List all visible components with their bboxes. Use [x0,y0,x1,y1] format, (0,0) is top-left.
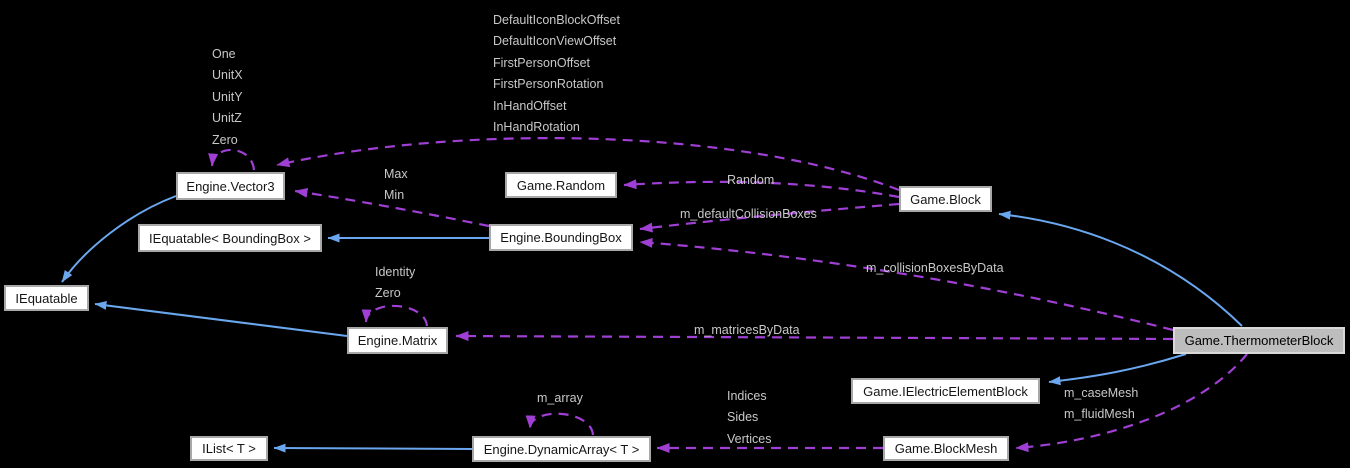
node-label: IEquatable [15,290,78,306]
node-label: Engine.Vector3 [186,178,275,194]
node-label: IEquatable< BoundingBox > [149,230,311,246]
edge-usage-matrix-self [361,304,429,327]
node-ilist-t[interactable]: IList< T > [190,436,268,461]
edge-usage-block-to-vector3 [276,137,900,192]
edge-usage-thermometerblock-to-matrix [455,331,1174,342]
edge-inheritance-dynamicarray-to-ilist [273,443,473,453]
edge-labels-block-to-vector3: DefaultIconBlockOffset DefaultIconViewOf… [493,13,620,135]
edge-labels-block-to-random: Random [727,173,775,187]
edge-labels-thermometerblock-to-blockmesh: m_caseMesh m_fluidMesh [1064,386,1139,422]
edge-usage-dynamicarray-self [525,412,595,436]
edge-labels-boundingbox-to-vector3: Max Min [384,167,408,203]
edge-inheritance-vector3-to-iequatable [61,195,177,283]
node-engine-dynamicarray-t[interactable]: Engine.DynamicArray< T > [472,436,651,462]
edge-usage-thermometerblock-to-boundingbox [639,237,1174,332]
node-game-ielectricelementblock[interactable]: Game.IElectricElementBlock [851,378,1040,404]
edge-inheritance-matrix-to-iequatable [94,300,348,337]
edge-labels-thermometerblock-to-boundingbox: m_collisionBoxesByData [866,261,1004,275]
edge-labels-block-to-boundingbox: m_defaultCollisionBoxes [680,207,817,221]
edge-labels-dynamicarray-self: m_array [537,391,583,405]
node-label: Game.ThermometerBlock [1184,333,1334,348]
edge-usage-block-to-boundingbox [639,202,900,233]
node-label: Engine.Matrix [357,333,438,348]
node-game-blockmesh[interactable]: Game.BlockMesh [883,436,1009,461]
edge-inheritance-thermometerblock-to-block [998,210,1243,327]
edge-usage-vector3-self [208,148,256,171]
edge-inheritance-thermometerblock-to-ielectricelementblock [1048,353,1187,386]
node-label: IList< T > [202,441,256,456]
node-label: Game.Block [910,191,981,207]
node-label: Engine.BoundingBox [500,230,622,245]
edge-usage-block-to-random [623,179,900,199]
node-engine-boundingbox[interactable]: Engine.BoundingBox [489,224,633,251]
node-engine-matrix[interactable]: Engine.Matrix [347,327,448,354]
node-label: Game.Random [516,177,606,193]
edge-labels-thermometerblock-to-matrix: m_matricesByData [694,323,800,337]
edge-labels-matrix-self: Identity Zero [375,265,416,301]
edge-labels-blockmesh-to-dynamicarray: Indices Sides Vertices [727,389,772,446]
node-game-block[interactable]: Game.Block [899,186,992,212]
node-label: Game.BlockMesh [894,441,998,456]
node-iequatable-boundingbox[interactable]: IEquatable< BoundingBox > [138,224,322,252]
node-iequatable[interactable]: IEquatable [4,285,89,311]
node-label: Game.IElectricElementBlock [863,383,1028,399]
node-label: Engine.DynamicArray< T > [483,441,640,457]
node-engine-vector3[interactable]: Engine.Vector3 [176,172,285,200]
node-game-random[interactable]: Game.Random [505,172,617,198]
edge-usage-thermometerblock-to-blockmesh [1015,353,1248,453]
node-game-thermometerblock[interactable]: Game.ThermometerBlock [1173,327,1345,354]
edge-usage-boundingbox-to-vector3 [294,187,490,228]
edge-labels-vector3-self: One UnitX UnitY UnitZ Zero [212,47,243,147]
